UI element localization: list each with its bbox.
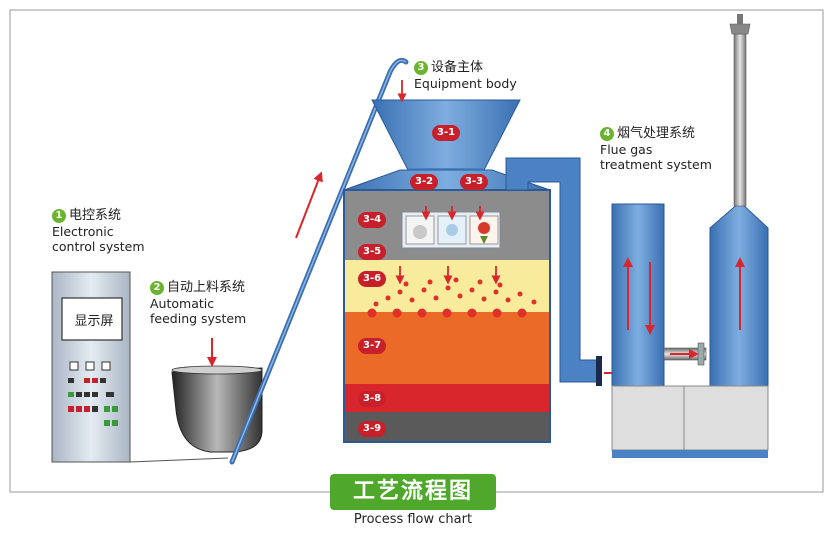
diagram-title: 工艺流程图 xyxy=(330,474,496,510)
section-1-en2: control system xyxy=(52,238,145,254)
conveyor-direction-arrow xyxy=(295,171,323,239)
section-4-en2: treatment system xyxy=(600,156,712,172)
zone-3-3-badge: 3-3 xyxy=(460,174,489,190)
zone-3-9-badge: 3-9 xyxy=(358,421,387,437)
tower-base xyxy=(611,385,769,458)
section-3-cn: 设备主体 xyxy=(431,60,484,75)
control-cabinet xyxy=(51,271,131,463)
feeding-hopper xyxy=(171,365,263,453)
section-4-en1: Flue gas xyxy=(600,141,653,157)
section-1-cn: 电控系统 xyxy=(69,208,122,223)
zone-3-4-badge: 3-4 xyxy=(358,212,387,228)
section-1-en1: Electronic xyxy=(52,223,114,239)
section-2-en2: feeding system xyxy=(150,310,247,326)
zone-3-2-badge: 3-2 xyxy=(410,174,439,190)
zone-3-8-badge: 3-8 xyxy=(358,391,387,407)
control-cable xyxy=(129,457,229,463)
section-2-cn: 自动上料系统 xyxy=(167,280,246,295)
section-1-number: 1 xyxy=(52,209,66,223)
connecting-pipe xyxy=(663,342,707,366)
chimney xyxy=(729,14,751,207)
diagram-subtitle: Process flow chart xyxy=(353,512,473,527)
zone-3-5-badge: 3-5 xyxy=(358,244,387,260)
display-screen-label: 显示屏 xyxy=(74,314,114,329)
section-3-number: 3 xyxy=(414,61,428,75)
scrubber-tower-1 xyxy=(611,203,665,387)
section-2-number: 2 xyxy=(150,281,164,295)
section-4-number: 4 xyxy=(600,127,614,141)
section-3-en1: Equipment body xyxy=(414,75,517,91)
scrubber-tower-2 xyxy=(709,201,769,387)
zone-3-6-badge: 3-6 xyxy=(358,271,387,287)
section-2-en1: Automatic xyxy=(150,295,215,311)
zone-3-1-badge: 3-1 xyxy=(432,125,461,141)
zone-3-7-badge: 3-7 xyxy=(358,338,387,354)
section-4-cn: 烟气处理系统 xyxy=(617,126,696,141)
